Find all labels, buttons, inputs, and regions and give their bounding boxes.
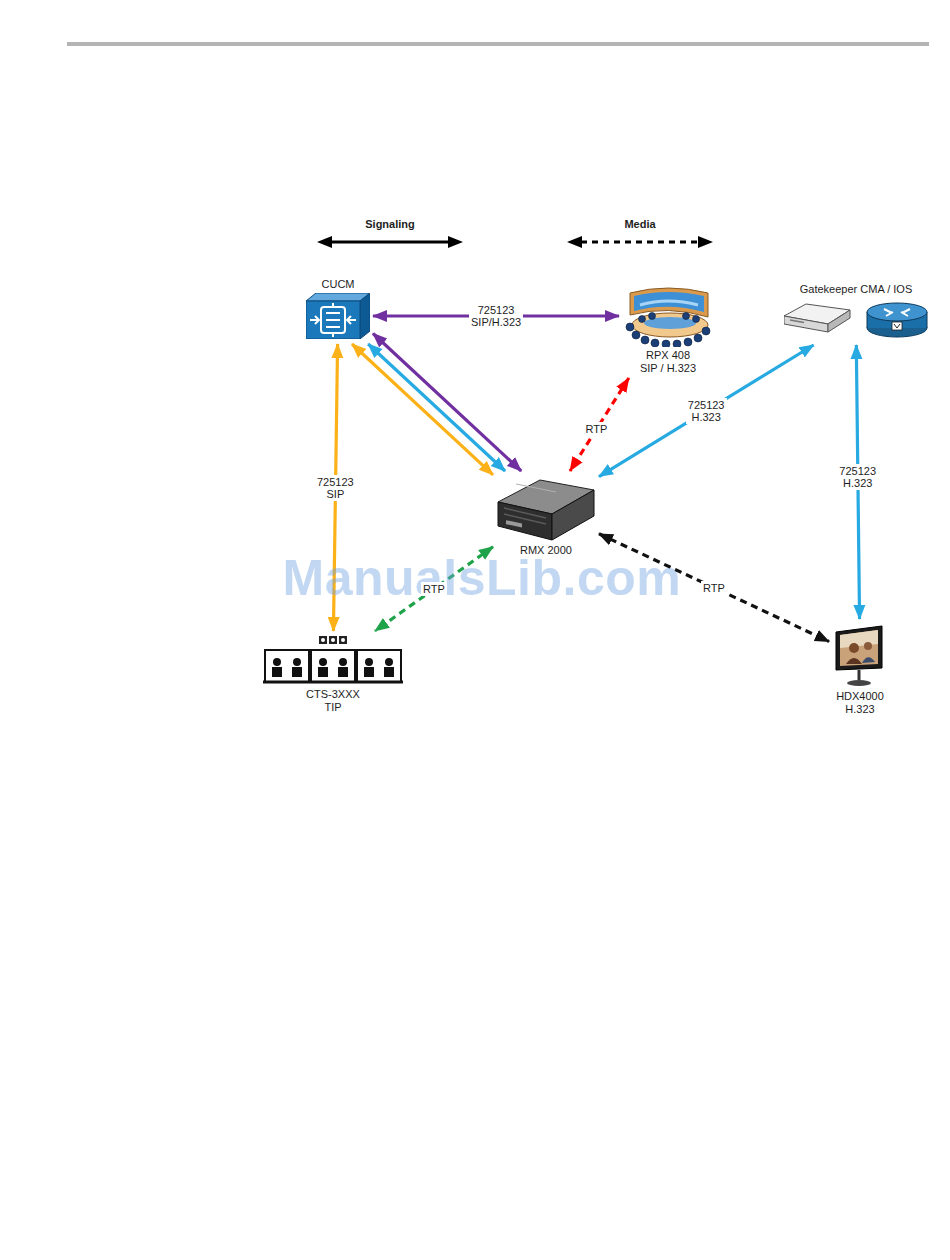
legend-arrowhead [317, 236, 332, 248]
connector-label: RTP [583, 422, 609, 436]
signaling-connector [352, 344, 493, 475]
legend-sample [567, 234, 713, 250]
device-name: RPX 408 [645, 349, 691, 362]
cucm-icon [306, 293, 370, 339]
video-endpoint: HDX4000H.323 [832, 622, 888, 716]
legend-arrowhead [448, 236, 463, 248]
mcu-server: RMX 2000 [496, 474, 596, 557]
legend-arrowhead [567, 236, 582, 248]
legend-text: Signaling [365, 218, 415, 231]
connector-label: RTP [421, 582, 447, 596]
legend-sample [317, 234, 463, 250]
connector-label: 725123 SIP/H.323 [469, 303, 523, 329]
legend-line [331, 241, 449, 244]
connector-label: 725123 H.323 [837, 464, 878, 490]
connector-label: RTP [701, 581, 727, 595]
legend-entry: Media [567, 218, 713, 250]
legend-arrowhead [698, 236, 713, 248]
device-name: Gatekeeper CMA / IOS [799, 283, 914, 296]
media-connector [570, 378, 629, 471]
rmx-icon [496, 476, 596, 542]
protocol-label: SIP / H.323 [639, 362, 697, 375]
signaling-connector [368, 344, 505, 471]
watermark: ManualsLib.com [283, 549, 682, 607]
gatekeeper: Gatekeeper CMA / IOS [784, 283, 929, 342]
device-name: CTS-3XXX [305, 688, 361, 701]
rpx-icon [622, 285, 714, 347]
telepresence-room: CTS-3XXXTIP [263, 634, 403, 714]
connector-label: 725123 SIP [315, 475, 356, 501]
cts-icon [263, 636, 403, 686]
protocol-label: TIP [323, 701, 342, 714]
call-manager: CUCM [306, 278, 370, 341]
device-name: HDX4000 [835, 690, 885, 703]
device-name: CUCM [321, 278, 356, 291]
hdx-icon [832, 624, 888, 688]
legend-text: Media [624, 218, 655, 231]
signaling-connector [373, 333, 521, 471]
signaling-connector [599, 345, 814, 477]
legend-entry: Signaling [317, 218, 463, 250]
protocol-label: H.323 [844, 703, 875, 716]
room-system: RPX 408SIP / H.323 [622, 283, 714, 375]
gk-icon [784, 298, 929, 340]
legend-line [581, 241, 699, 244]
connector-label: 725123 H.323 [686, 398, 727, 424]
header-rule [67, 42, 929, 46]
